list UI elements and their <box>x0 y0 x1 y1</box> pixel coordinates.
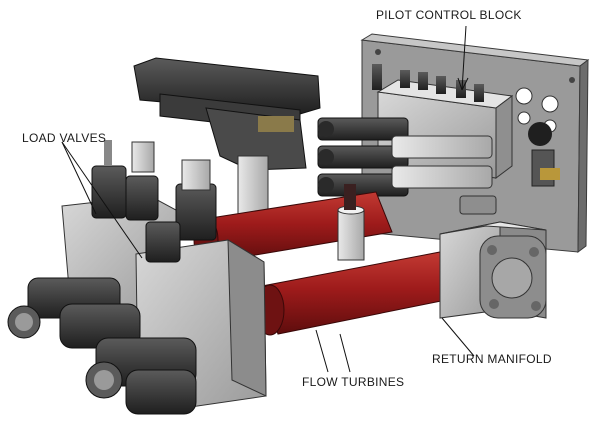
leader-load-valves-1 <box>61 141 97 215</box>
flow-turbines-label: FLOW TURBINES <box>302 375 405 389</box>
flow-turbine-lower <box>255 251 457 336</box>
leader-return-manifold <box>441 317 475 357</box>
leader-load-valves-2 <box>61 141 143 259</box>
load-valves-label: LOAD VALVES <box>22 131 107 145</box>
turbine-sensor <box>337 184 365 261</box>
leader-flow-turbines-2 <box>339 333 351 373</box>
electronics-housing <box>133 57 321 217</box>
return-manifold-label: RETURN MANIFOLD <box>432 352 552 366</box>
leader-pilot-control-block <box>461 25 467 91</box>
leader-lines <box>61 25 475 373</box>
leader-flow-turbines-1 <box>315 329 329 373</box>
return-manifold <box>439 221 547 319</box>
pilot-control-block-label: PILOT CONTROL BLOCK <box>376 8 522 22</box>
pilot-solenoids <box>317 117 560 215</box>
hose-fittings <box>7 277 197 415</box>
